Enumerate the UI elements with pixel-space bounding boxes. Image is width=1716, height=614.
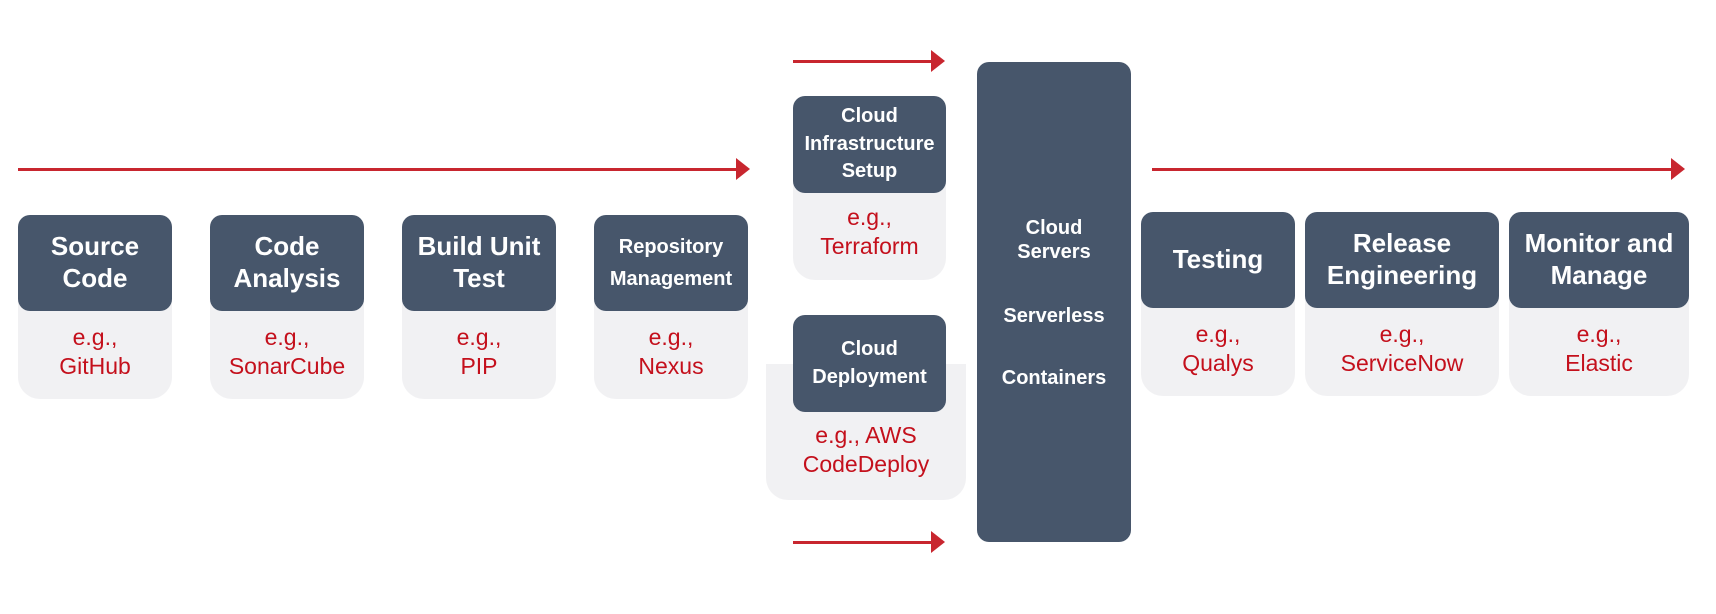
example-prefix: e.g.,: [72, 324, 118, 350]
example-tool: Elastic: [1565, 349, 1633, 376]
stage-title: Monitor and Manage: [1509, 212, 1689, 308]
stage-title: Build Unit Test: [402, 215, 556, 311]
example-prefix: e.g.,: [1195, 321, 1241, 347]
stage-title: Repository Management: [594, 215, 748, 311]
target-containers: Containers: [1001, 367, 1107, 389]
deployment-targets-panel: Cloud Servers Serverless Containers: [977, 62, 1131, 542]
stage-title: Cloud Infrastructure Setup: [793, 96, 946, 193]
target-cloud-servers: Cloud Servers: [1017, 217, 1091, 263]
example-tool: GitHub: [59, 352, 131, 379]
example-prefix: e.g., AWS: [815, 422, 917, 448]
stage-title: Code Analysis: [210, 215, 364, 311]
example-tool: Nexus: [638, 352, 704, 379]
example-tool: Qualys: [1182, 349, 1254, 376]
example-tool: ServiceNow: [1340, 349, 1464, 376]
target-serverless: Serverless: [1003, 305, 1105, 327]
example-prefix: e.g.,: [456, 324, 502, 350]
stage-title: Release Engineering: [1305, 212, 1499, 308]
stage-title: Source Code: [18, 215, 172, 311]
example-tool: Terraform: [820, 232, 919, 259]
stage-title: Cloud Deployment: [793, 315, 946, 412]
example-tool: CodeDeploy: [802, 450, 930, 477]
example-prefix: e.g.,: [264, 324, 310, 350]
example-tool: SonarCube: [228, 352, 346, 379]
stage-title: Testing: [1141, 212, 1295, 308]
example-prefix: e.g.,: [1576, 321, 1622, 347]
example-prefix: e.g.,: [1379, 321, 1425, 347]
example-tool: PIP: [460, 352, 498, 379]
example-prefix: e.g.,: [847, 204, 892, 230]
example-prefix: e.g.,: [648, 324, 694, 350]
